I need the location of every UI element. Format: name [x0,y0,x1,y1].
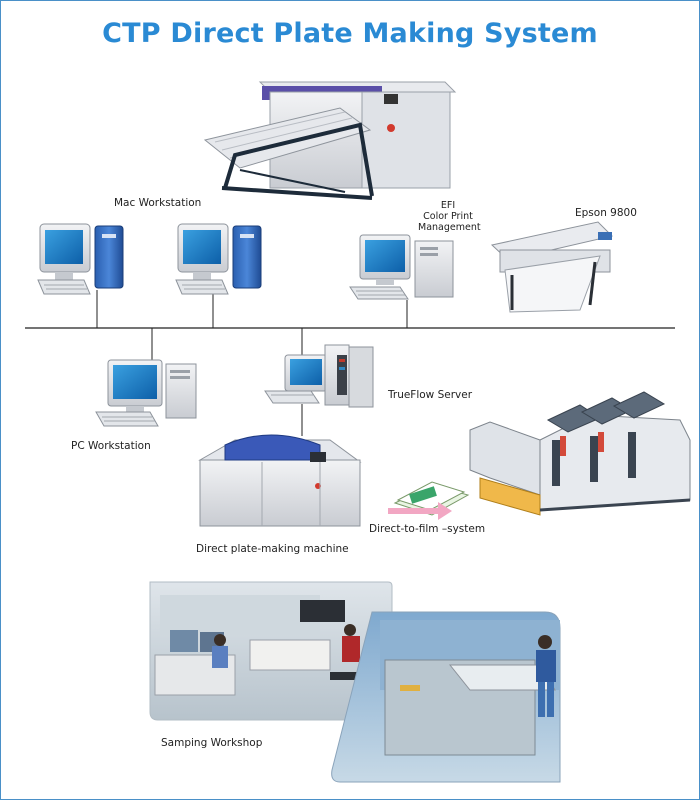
pc-workstation-label: PC Workstation [71,440,151,452]
efi-label-line-1: EFI [440,200,456,211]
epson-label: Epson 9800 [575,207,637,219]
trueflow-label: TrueFlow Server [388,389,473,401]
diagram-title: CTP Direct Plate Making System [102,18,598,49]
workshop-label: Samping Workshop [161,737,263,749]
ctp-platesetter-image [203,81,457,200]
workshop-photo-left [149,581,393,721]
mac-workstation-label: Mac Workstation [114,197,202,209]
workshop-photo-right [331,611,561,783]
network-bus [25,290,675,436]
film-stack-image [393,481,470,516]
direct-to-film-label: Direct-to-film –system [369,523,486,535]
trueflow-server-image [264,344,374,408]
pc-workstation-image [95,359,197,427]
mac-workstation-1-image [37,223,124,295]
printing-press-image [469,391,691,516]
mac-workstation-2-image [175,223,262,295]
epson-printer-image [490,221,613,313]
right-arrow-icon [388,502,452,520]
efi-workstation-image [349,234,454,300]
efi-label-line-2: Color Print [423,211,473,222]
plate-making-machine-image [198,434,362,527]
plate-machine-label: Direct plate-making machine [196,543,349,555]
efi-label-line-3: Management [418,222,481,233]
